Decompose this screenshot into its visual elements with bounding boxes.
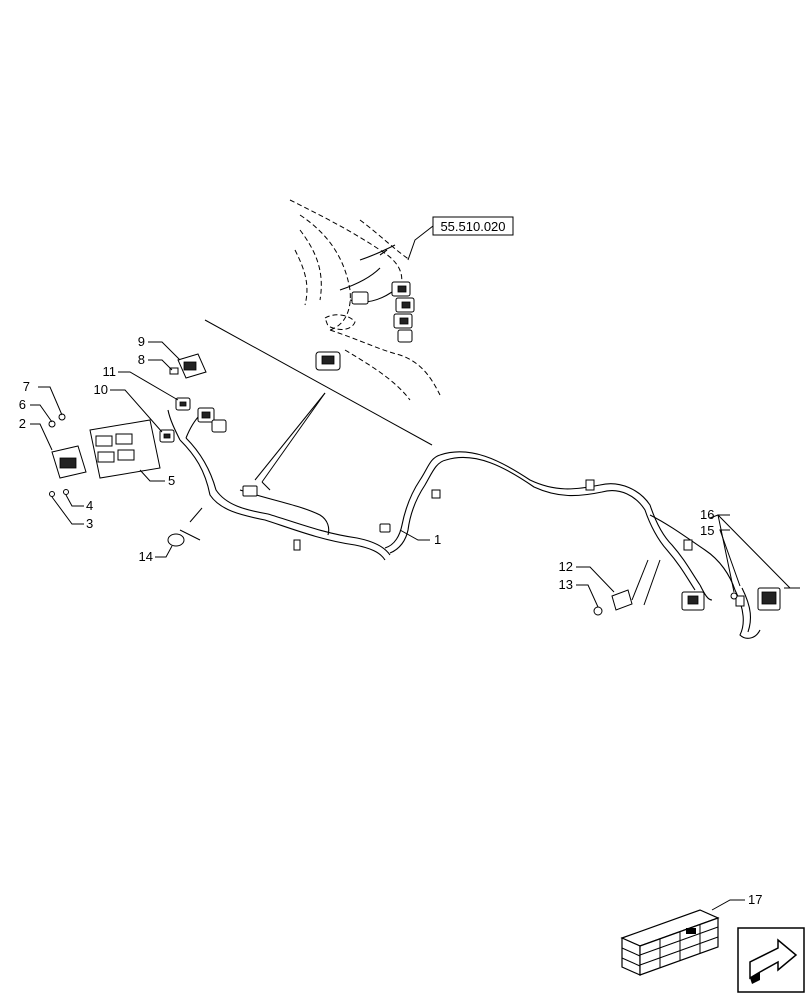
callout-labels: 7 6 2 4 3 5 9 8 11 10 14 1 12 13 16 15 1…: [19, 334, 763, 907]
callout-8: 8: [138, 352, 145, 367]
callout-17: 17: [748, 892, 762, 907]
callout-2: 2: [19, 416, 26, 431]
callout-9: 9: [138, 334, 145, 349]
callout-6: 6: [19, 397, 26, 412]
callout-5: 5: [168, 473, 175, 488]
callout-11: 11: [103, 364, 117, 379]
callout-14: 14: [139, 549, 153, 564]
right-components: [593, 559, 800, 616]
callout-10: 10: [94, 382, 108, 397]
left-components: [48, 353, 227, 547]
callout-4: 4: [86, 498, 93, 513]
crate-kit-icon: [620, 909, 720, 976]
main-harness: [167, 409, 761, 639]
callout-12: 12: [559, 559, 573, 574]
callout-15: 15: [700, 523, 714, 538]
engine-phantom-area: [289, 199, 441, 401]
reference-label: 55.510.020: [440, 219, 505, 234]
next-page-arrow-icon[interactable]: [737, 927, 805, 993]
callout-3: 3: [86, 516, 93, 531]
callout-7: 7: [23, 379, 30, 394]
callout-1: 1: [434, 532, 441, 547]
section-lines: [204, 319, 433, 483]
reference-callout[interactable]: 55.510.020: [407, 216, 514, 261]
leader-lines: [30, 341, 791, 911]
callout-16: 16: [700, 507, 714, 522]
background-connectors: [315, 281, 415, 371]
callout-13: 13: [559, 577, 573, 592]
